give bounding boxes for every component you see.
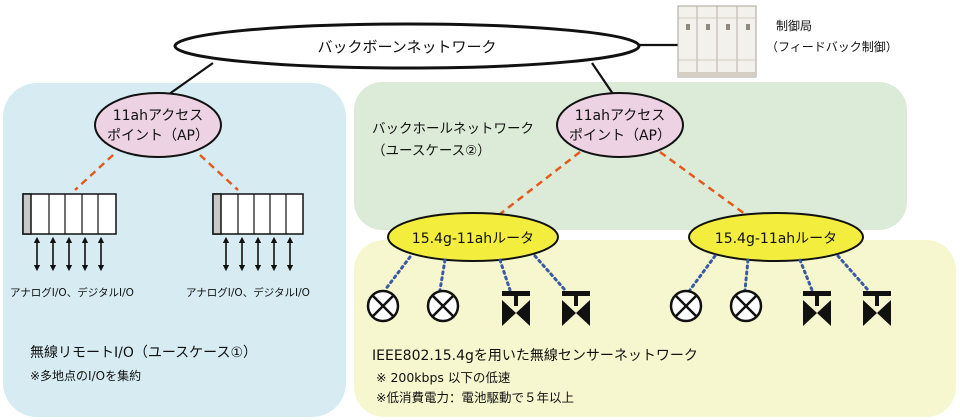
sensor-icon bbox=[426, 289, 460, 323]
sensor-panel-heading: IEEE802.15.4gを用いた無線センサーネットワーク bbox=[372, 348, 698, 364]
left-ap-line2: ポイント（AP） bbox=[107, 128, 209, 144]
backbone-label: バックボーンネットワーク bbox=[318, 38, 497, 56]
router-right-label: 15.4g-11ahルータ bbox=[715, 231, 837, 247]
left-access-point bbox=[94, 92, 222, 158]
valve-icon bbox=[803, 291, 831, 326]
sensor-icon bbox=[366, 289, 400, 323]
left-panel-heading: 無線リモートI/O（ユースケース①） bbox=[30, 345, 257, 361]
backbone-link-left-ap bbox=[164, 62, 214, 98]
backhaul-label-line1: バックホールネットワーク bbox=[372, 121, 534, 137]
wireless-link bbox=[74, 154, 114, 191]
control-cabinet-icon bbox=[677, 5, 757, 78]
backbone-ellipse bbox=[173, 22, 641, 70]
sensor-icon bbox=[729, 289, 763, 323]
left-ap-line1: 11ahアクセス bbox=[113, 108, 204, 124]
left-panel bbox=[3, 83, 346, 417]
control-station-title: 制御局 bbox=[776, 18, 812, 33]
router-left bbox=[387, 212, 559, 262]
wireless-link bbox=[499, 151, 581, 215]
valve-icon bbox=[562, 291, 590, 326]
backbone-link-right-ap bbox=[591, 62, 614, 95]
sensor-panel-note1: ※ 200kbps 以下の低速 bbox=[376, 370, 511, 385]
io-module-icon bbox=[212, 193, 304, 235]
control-station-subtitle: （フィードバック制御） bbox=[766, 39, 898, 54]
io-caption-2: アナログI/O、デジタルI/O bbox=[186, 286, 310, 299]
io-module-icon bbox=[22, 193, 117, 235]
sensor-panel-note2: ※低消費電力：電池駆動で５年以上 bbox=[376, 390, 574, 405]
router-right bbox=[688, 212, 864, 262]
wireless-link bbox=[659, 150, 746, 216]
sensor-links bbox=[383, 254, 870, 292]
valve-icon bbox=[502, 291, 530, 326]
sensor-icon bbox=[669, 289, 703, 323]
valve-icon bbox=[863, 291, 891, 326]
sensor-panel bbox=[354, 240, 956, 417]
io-caption-1: アナログI/O、デジタルI/O bbox=[10, 286, 134, 299]
io-arrows bbox=[222, 236, 294, 272]
wireless-link bbox=[199, 154, 239, 191]
backhaul-label-line2: （ユースケース②） bbox=[372, 143, 491, 159]
router-left-label: 15.4g-11ahルータ bbox=[412, 231, 534, 247]
left-panel-note: ※多地点のI/Oを集約 bbox=[30, 368, 141, 383]
right-access-point bbox=[556, 92, 684, 158]
right-ap-line1: 11ahアクセス bbox=[575, 108, 666, 124]
io-arrows bbox=[33, 236, 105, 272]
right-ap-line2: ポイント（AP） bbox=[569, 128, 671, 144]
